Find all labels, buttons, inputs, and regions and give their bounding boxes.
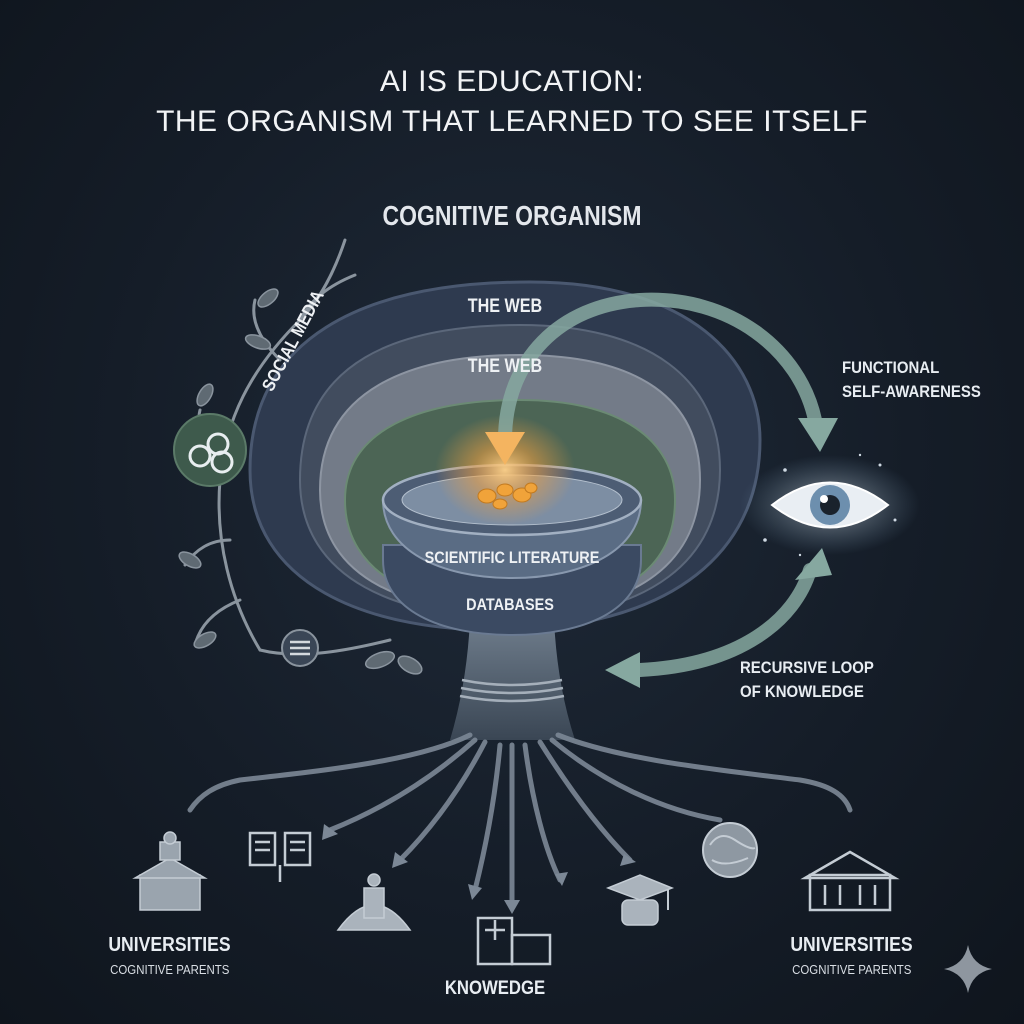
roots xyxy=(187,732,853,908)
message-icon xyxy=(281,629,319,667)
core-glow xyxy=(435,415,575,525)
label-scientific-literature: SCIENTIFIC LITERATURE xyxy=(424,548,600,567)
section-title: COGNITIVE ORGANISM xyxy=(382,200,642,231)
eye-icon xyxy=(740,455,920,555)
social-network-icon xyxy=(173,413,247,487)
label-knowledge: KNOWEDGE xyxy=(444,978,546,999)
school-building-icon xyxy=(476,916,552,966)
title-line-2: THE ORGANISM THAT LEARNED TO SEE ITSELF xyxy=(156,105,868,138)
arrow-head-down-core xyxy=(485,432,525,465)
brain-globe-icon xyxy=(702,822,758,878)
label-the-web-inner: THE WEB xyxy=(467,356,543,377)
label-functional: FUNCTIONAL xyxy=(842,358,940,377)
label-cognitive-parents-left: COGNITIVE PARENTS xyxy=(110,962,230,977)
label-cognitive-parents-right: COGNITIVE PARENTS xyxy=(792,962,912,977)
label-recursive-loop: RECURSIVE LOOP xyxy=(740,658,874,677)
university-building-icon-left xyxy=(132,831,208,911)
label-universities-right: UNIVERSITIES xyxy=(790,934,913,956)
university-building-icon-right xyxy=(800,850,900,912)
arrow-head-loop-up xyxy=(795,548,832,580)
books-icon xyxy=(248,831,312,882)
sparkle-icon xyxy=(944,945,992,993)
self-awareness-arrow xyxy=(498,292,822,447)
arrow-head-eye xyxy=(798,418,838,452)
knowledge-seeds xyxy=(477,482,538,510)
label-databases: DATABASES xyxy=(466,595,554,614)
trunk-bands xyxy=(459,678,565,703)
label-self-awareness: SELF-AWARENESS xyxy=(842,382,981,401)
eye-sparkles xyxy=(763,453,897,557)
title-line-1: AI IS EDUCATION: xyxy=(379,65,645,98)
label-of-knowledge: OF KNOWLEDGE xyxy=(740,682,864,701)
trunk xyxy=(450,620,575,740)
arrow-head-loop-left xyxy=(605,652,640,688)
vine-leaves xyxy=(178,288,423,675)
graduation-cap-icon xyxy=(605,874,675,926)
observatory-icon xyxy=(336,873,412,931)
label-universities-left: UNIVERSITIES xyxy=(108,934,231,956)
root-tips xyxy=(322,824,636,914)
label-the-web-outer: THE WEB xyxy=(467,296,543,317)
recursive-loop-arrow xyxy=(633,563,817,677)
